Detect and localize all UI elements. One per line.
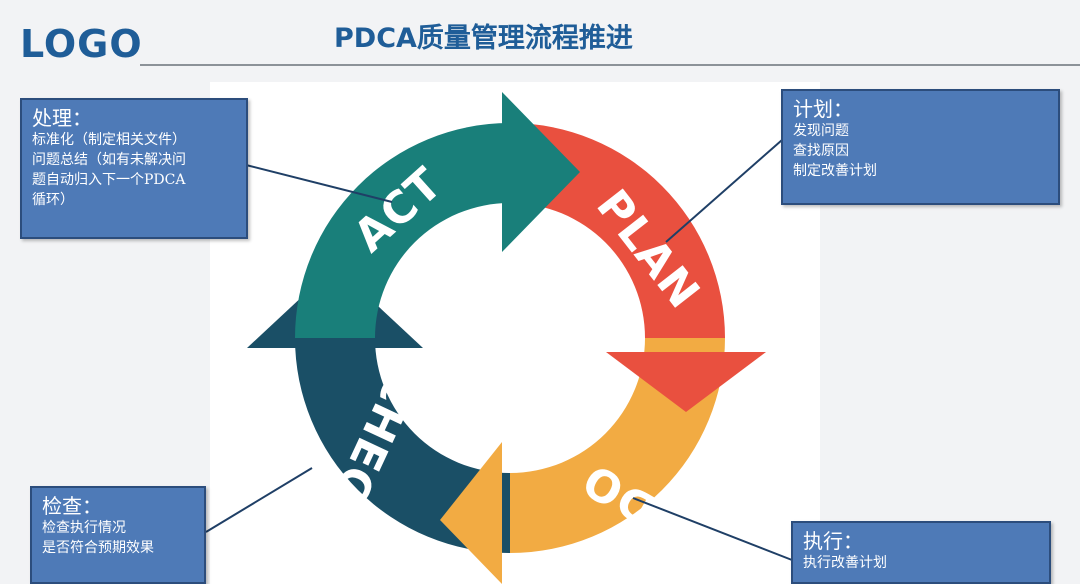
- check-description-box: 检查： 检查执行情况 是否符合预期效果: [30, 486, 206, 584]
- do-box-line: 执行改善计划: [803, 555, 887, 571]
- act-description-box: 处理： 标准化（制定相关文件） 问题总结（如有未解决问 题自动归入下一个PDCA…: [20, 98, 248, 239]
- check-box-line: 是否符合预期效果: [42, 540, 154, 556]
- act-arrow: [295, 123, 510, 338]
- do-description-box: 执行： 执行改善计划: [791, 521, 1051, 584]
- do-callout-line: [632, 497, 793, 561]
- check-callout-line: [205, 467, 313, 533]
- header-divider: [140, 64, 1080, 66]
- do-arrowhead: [440, 442, 502, 584]
- plan-box-line: 查找原因: [793, 143, 849, 159]
- plan-arrowhead: [606, 352, 766, 412]
- check-arrow: [295, 338, 510, 553]
- plan-box-heading: 计划：: [793, 97, 853, 121]
- check-box-line: 检查执行情况: [42, 520, 126, 536]
- check-box-heading: 检查：: [42, 494, 102, 518]
- act-box-line: 标准化（制定相关文件）: [32, 132, 186, 148]
- act-callout-line: [245, 164, 393, 203]
- act-box-line: 循环）: [32, 192, 74, 208]
- do-box-heading: 执行：: [803, 529, 863, 553]
- page-title: PDCA质量管理流程推进: [334, 23, 633, 54]
- plan-description-box: 计划： 发现问题 查找原因 制定改善计划: [781, 89, 1060, 205]
- act-box-heading: 处理：: [32, 106, 92, 130]
- plan-box-line: 制定改善计划: [793, 163, 877, 179]
- act-box-line: 问题总结（如有未解决问: [32, 152, 186, 168]
- act-box-line: 题自动归入下一个PDCA: [32, 172, 186, 188]
- act-arrowhead: [502, 92, 580, 252]
- plan-box-line: 发现问题: [793, 123, 849, 139]
- logo: LOGO: [20, 22, 143, 66]
- plan-callout-line: [665, 139, 783, 243]
